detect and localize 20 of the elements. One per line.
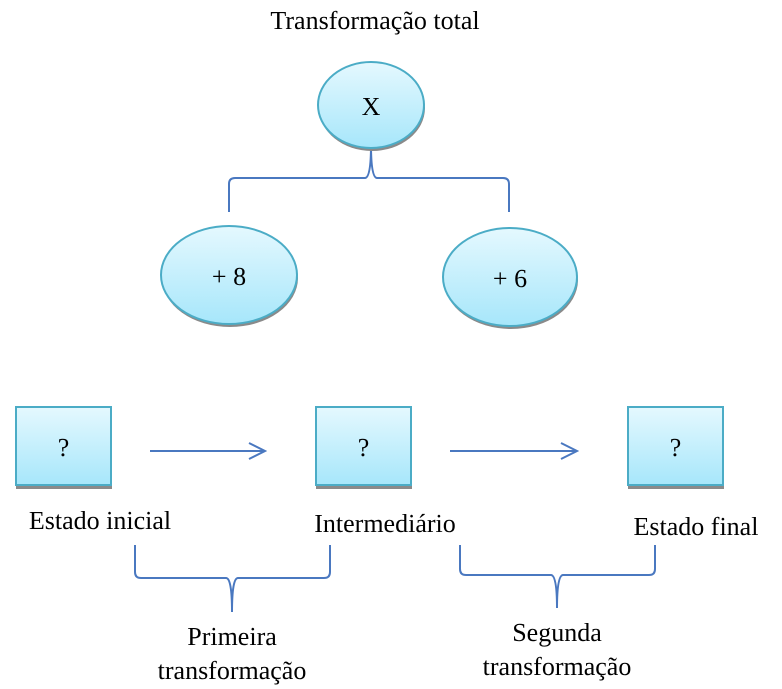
- node-label: X: [362, 92, 380, 122]
- state-label: Estado inicial: [28, 505, 172, 537]
- node-label: ?: [670, 433, 682, 463]
- diagram-title: Transformação total: [269, 5, 481, 37]
- node-label: ?: [358, 433, 370, 463]
- state-label: Intermediário: [313, 508, 457, 540]
- state-label: Estado final: [632, 511, 760, 543]
- ellipse-node: [160, 225, 298, 329]
- brace-label: Segunda transformação: [482, 617, 632, 683]
- node-label: + 8: [212, 262, 246, 292]
- ellipse-node: [442, 227, 578, 331]
- arrow: [150, 442, 266, 460]
- node-label: ?: [58, 433, 70, 463]
- process-box: [315, 406, 412, 490]
- process-box: [15, 406, 112, 490]
- ellipse-node: [317, 61, 425, 153]
- brace-label: Primeira transformação: [156, 621, 308, 687]
- arrow: [450, 442, 578, 460]
- node-label: + 6: [492, 264, 528, 294]
- process-box: [627, 406, 724, 490]
